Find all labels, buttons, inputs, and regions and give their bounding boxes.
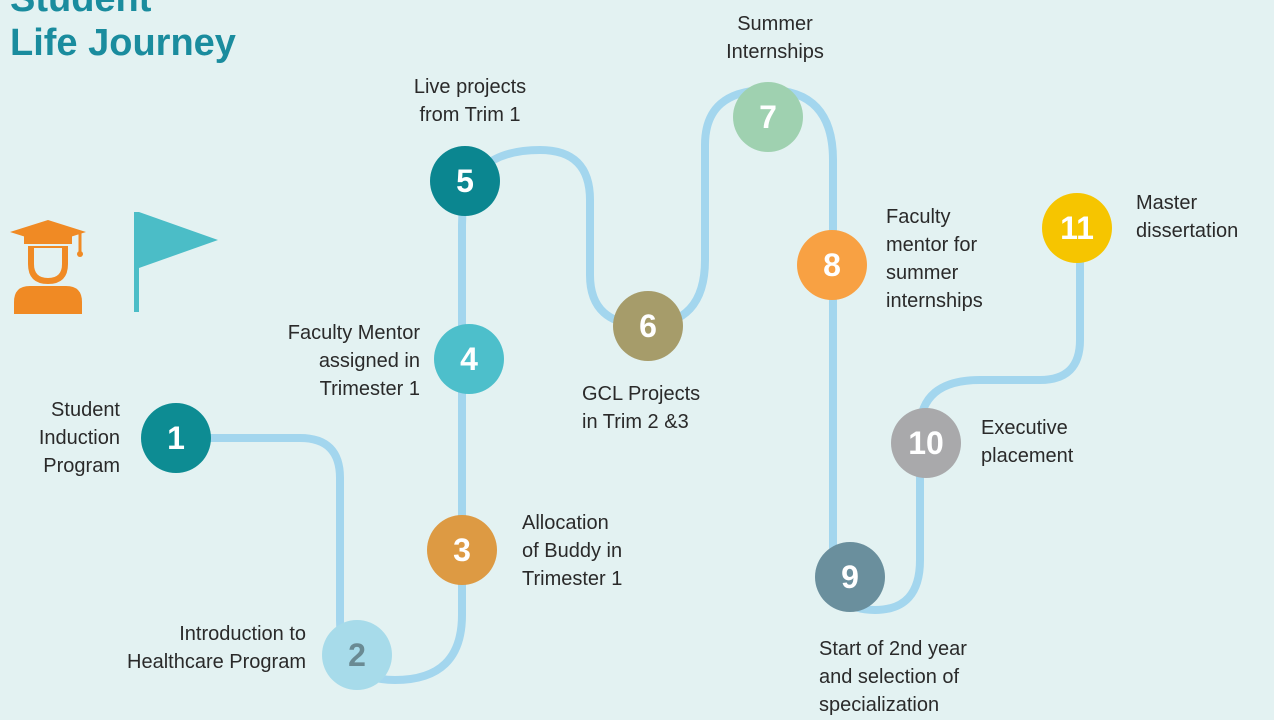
graduate-icon	[10, 220, 86, 314]
title-line-2: Life Journey	[10, 21, 236, 64]
step-node-7: 7	[733, 82, 803, 152]
step-node-9: 9	[815, 542, 885, 612]
journey-path-line	[172, 85, 1084, 685]
flag-icon	[134, 212, 218, 312]
step-node-11: 11	[1042, 193, 1112, 263]
title-line-1: Student	[10, 0, 236, 22]
step-node-6: 6	[613, 291, 683, 361]
step-node-2: 2	[322, 620, 392, 690]
step-node-5: 5	[430, 146, 500, 216]
step-node-4: 4	[434, 324, 504, 394]
step-node-10: 10	[891, 408, 961, 478]
step-node-1: 1	[141, 403, 211, 473]
step-node-8: 8	[797, 230, 867, 300]
page-title: Student Life Journey	[10, 0, 236, 65]
step-node-3: 3	[427, 515, 497, 585]
